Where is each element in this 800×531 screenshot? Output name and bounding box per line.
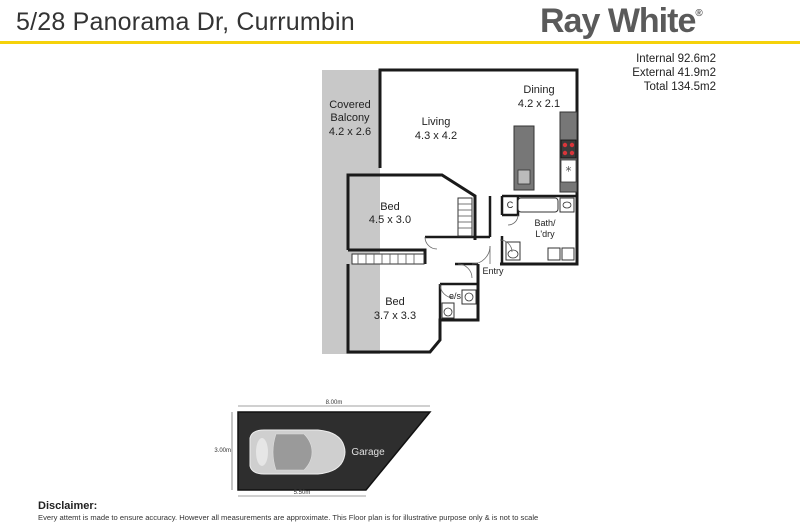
balcony-label: Covered (329, 99, 371, 111)
cooktop (560, 139, 577, 159)
brand-name: Ray White (540, 2, 696, 40)
bathtub (517, 197, 559, 213)
registered-mark: ® (695, 8, 702, 19)
bed1-walls (348, 173, 477, 264)
bath-label: Bath/ (534, 218, 556, 228)
garage: 8.00m 3.00m 5.50m Garage (214, 400, 432, 497)
bed2-wardrobe (351, 253, 425, 265)
balcony-dims: 4.2 x 2.6 (329, 126, 371, 138)
ensuite-fixtures (441, 289, 477, 319)
garage-label: Garage (351, 447, 385, 458)
ensuite-walls (438, 282, 478, 320)
garage-dim-bottom: 5.50m (294, 490, 311, 496)
kitchen: * (513, 111, 578, 193)
dining-dims: 4.2 x 2.1 (518, 98, 560, 110)
garage-dim-top: 8.00m (326, 400, 343, 406)
external-area: External 41.9m2 (632, 67, 716, 79)
washer (561, 247, 575, 261)
cupboard-label: C (507, 200, 514, 210)
balcony-area (322, 70, 380, 354)
doors (424, 214, 519, 299)
kitchen-sink (517, 169, 531, 185)
internal-area: Internal 92.6m2 (636, 53, 716, 65)
garage-dim-side: 3.00m (214, 448, 231, 454)
living-dims: 4.3 x 4.2 (415, 130, 457, 142)
bed2-label: Bed (385, 296, 405, 308)
bath-fixtures (505, 197, 575, 261)
bed1-dims: 4.5 x 3.0 (369, 214, 411, 226)
laundry-tub (547, 247, 561, 261)
bed1-label: Bed (380, 201, 400, 213)
dining-label: Dining (523, 84, 554, 96)
ray-white-logo: Ray White® (540, 2, 703, 41)
listing-address: 5/28 Panorama Dr, Currumbin (16, 8, 355, 36)
bed2-dims: 3.7 x 3.3 (374, 310, 416, 322)
fridge (560, 159, 577, 183)
disclaimer-heading: Disclaimer: (38, 500, 98, 512)
car-icon (249, 429, 346, 475)
laundry-label: L'dry (535, 229, 555, 239)
total-area: Total 134.5m2 (643, 81, 716, 93)
ensuite-label: e/s (449, 291, 462, 301)
entry-label: Entry (482, 266, 504, 276)
bed1-wardrobe (457, 197, 473, 237)
balcony-label-2: Balcony (330, 112, 370, 124)
svg-text:*: * (566, 164, 572, 178)
header-accent-rule (0, 41, 800, 44)
disclaimer-text: Every attemt is made to ensure accuracy.… (38, 513, 539, 522)
living-label: Living (422, 116, 451, 128)
